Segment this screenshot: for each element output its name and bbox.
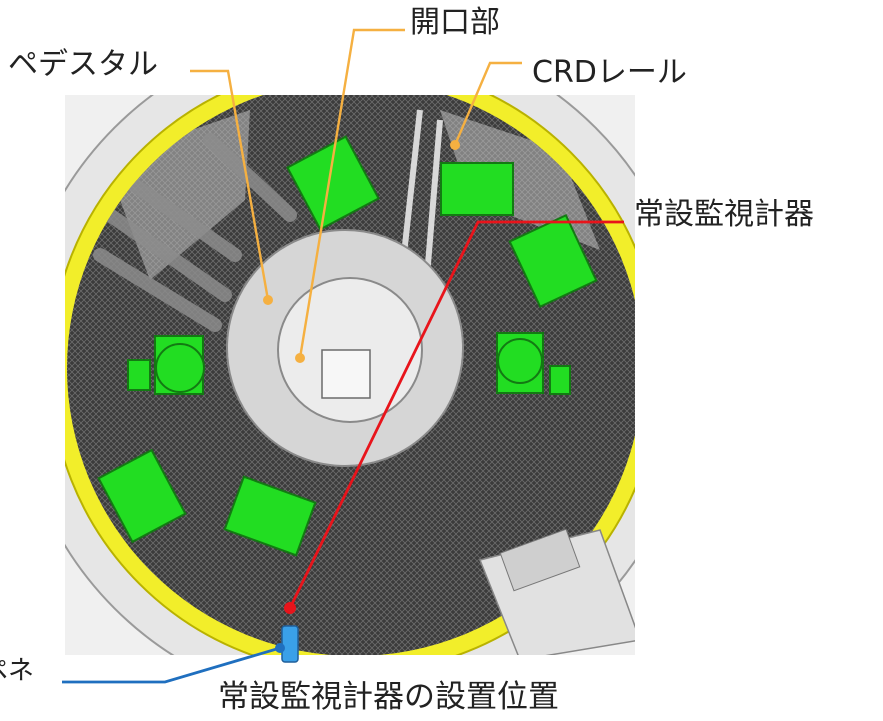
green-equipment: [97, 135, 598, 557]
opening-leader: [298, 28, 405, 359]
pedestal-marker: [263, 295, 273, 305]
penetration-marker: [275, 643, 285, 653]
drywell-structure: [65, 95, 635, 663]
permanent-monitor-label: 常設監視計器: [634, 197, 814, 232]
opening-marker: [295, 353, 305, 363]
monitor-install-point: [281, 625, 299, 663]
caption: 常設監視計器の設置位置: [218, 679, 559, 715]
pedestal-label: ペデスタル: [8, 47, 158, 82]
penetration-label: ペネ: [0, 656, 35, 686]
permanent-monitor-leader: [288, 220, 624, 609]
opening-label: 開口部: [410, 5, 500, 40]
crd-rail-label: CRDレール: [532, 55, 687, 90]
crd-rail-marker: [450, 140, 460, 150]
opening-hatch: [321, 349, 371, 399]
penetration-leader: [62, 646, 281, 684]
monitor-marker: [284, 602, 296, 614]
pedestal-leader: [190, 69, 270, 301]
leader-lines: [62, 28, 624, 684]
crd-rail-leader: [453, 61, 522, 146]
